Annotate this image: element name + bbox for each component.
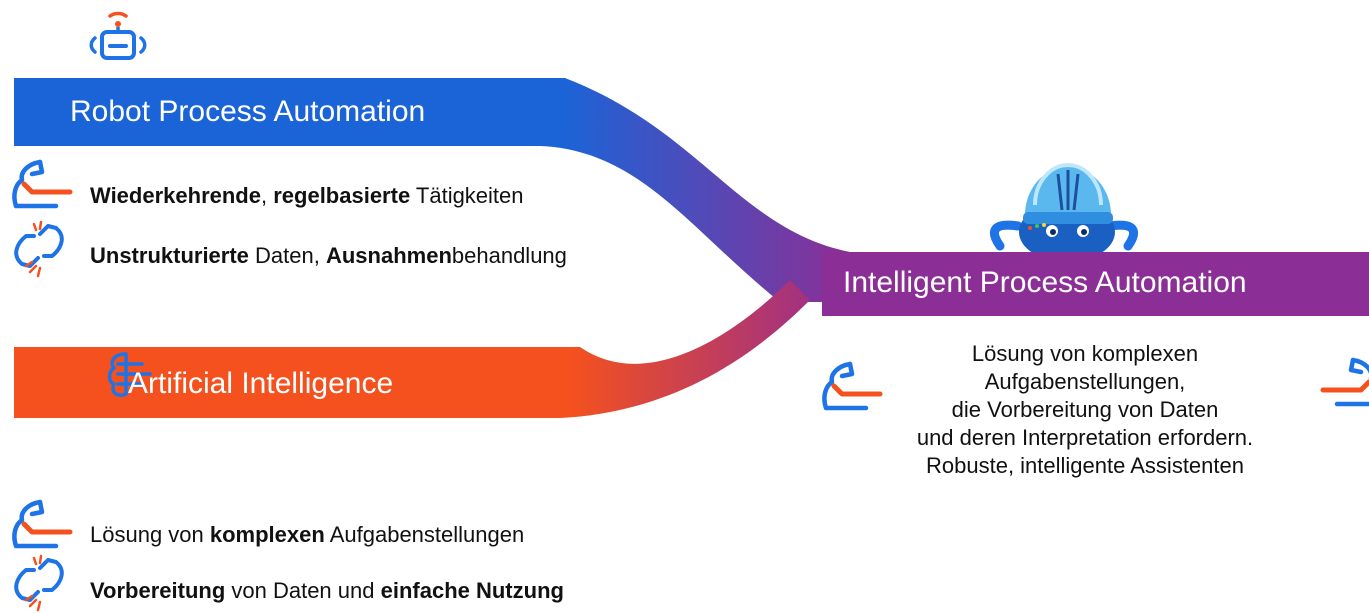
ipa-line-2: Aufgabenstellungen, <box>984 369 1186 394</box>
rpa-item-1: Wiederkehrende, regelbasierte Tätigkeite… <box>90 183 524 209</box>
rpa-item-2-bold2: Ausnahmen <box>325 243 452 268</box>
brain-circuit-icon <box>107 352 164 397</box>
ipa-title: Intelligent Process Automation <box>843 266 1247 299</box>
rpa-item-2: Unstrukturierte Daten, Ausnahmenbehandlu… <box>90 243 567 269</box>
ipa-line-5: Robuste, intelligente Assistenten <box>926 453 1244 478</box>
broken-link-icon <box>14 220 64 278</box>
ai-band <box>14 280 810 418</box>
broken-link-icon <box>14 554 64 612</box>
rpa-item-1-rest: Tätigkeiten <box>410 183 524 208</box>
ai-item-1-rest: Aufgabenstellungen <box>324 522 525 547</box>
ai-item-2-bold1: Vorbereitung <box>90 578 226 603</box>
ipa-line-1: Lösung von komplexen <box>971 341 1199 366</box>
flexed-arm-icon <box>12 159 73 209</box>
ipa-band <box>822 252 1369 316</box>
rpa-item-2-mid: Daten, <box>248 243 326 268</box>
rpa-item-1-bold2: regelbasierte <box>273 183 411 208</box>
rpa-item-2-rest: behandlung <box>451 243 567 268</box>
ipa-description: Lösung von komplexen Aufgabenstellungen,… <box>835 340 1335 480</box>
ai-item-1: Lösung von komplexen Aufgabenstellungen <box>90 522 524 548</box>
ai-item-1-bold1: komplexen <box>209 522 325 547</box>
ai-title: Artificial Intelligence <box>128 367 394 400</box>
ipa-line-4: und deren Interpretation erfordern. <box>916 425 1254 450</box>
ai-item-2-mid: von Daten und <box>225 578 381 603</box>
flexed-arm-icon <box>822 361 883 411</box>
robot-wifi-icon <box>89 11 147 60</box>
flexed-arm-icon <box>12 499 73 549</box>
rpa-band <box>14 78 850 302</box>
ipa-line-3: die Vorbereitung von Daten <box>951 397 1219 422</box>
robot-mascot-image <box>989 163 1139 262</box>
rpa-title: Robot Process Automation <box>70 95 426 128</box>
ai-item-2-bold2: einfache Nutzung <box>380 578 564 603</box>
rpa-item-2-bold1: Unstrukturierte <box>90 243 249 268</box>
rpa-item-1-sep: , <box>260 183 274 208</box>
ai-item-2: Vorbereitung von Daten und einfache Nutz… <box>90 578 564 604</box>
flexed-arm-icon <box>1320 357 1369 407</box>
ai-item-1-pre: Lösung von <box>90 522 210 547</box>
rpa-item-1-bold1: Wiederkehrende <box>90 183 261 208</box>
